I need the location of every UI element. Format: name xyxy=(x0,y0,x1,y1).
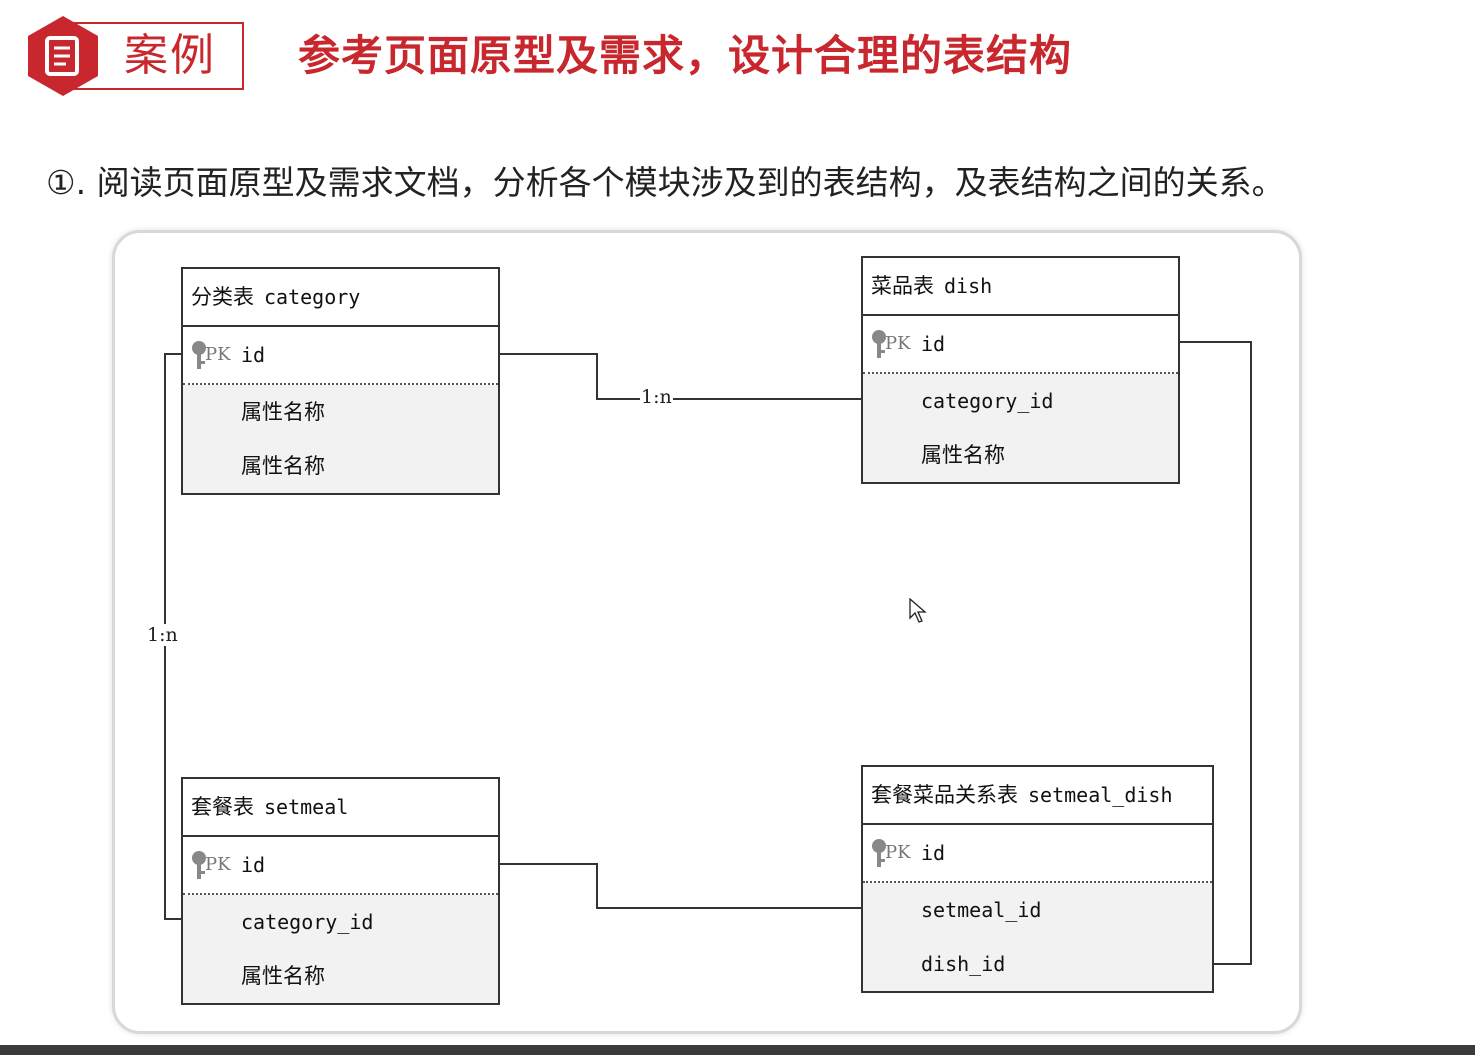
key-icon xyxy=(192,341,206,369)
connector-category-dish xyxy=(499,353,862,400)
entity-name-en: setmeal xyxy=(264,795,349,819)
pk-field: id xyxy=(921,332,946,356)
field-row: 属性名称 xyxy=(241,964,325,988)
pk-field: id xyxy=(241,853,266,877)
pk-tag: PK xyxy=(885,842,911,863)
pk-tag: PK xyxy=(205,854,231,875)
entity-category[interactable]: 分类表 category PK id 属性名称 属性名称 xyxy=(181,267,500,495)
primary-key-row: PK id xyxy=(863,316,1178,374)
primary-key-row: PK id xyxy=(183,837,498,895)
entity-setmeal-dish[interactable]: 套餐菜品关系表 setmeal_dish PK id setmeal_id dis… xyxy=(861,765,1214,993)
key-icon xyxy=(872,839,886,867)
connector-setmeal-setmealdish xyxy=(499,863,862,909)
case-label: 案例 xyxy=(124,30,216,81)
entity-setmeal[interactable]: 套餐表 setmeal PK id category_id 属性名称 xyxy=(181,777,500,1005)
entity-name-en: category xyxy=(264,285,361,309)
primary-key-row: PK id xyxy=(863,825,1212,883)
field-row: 属性名称 xyxy=(241,400,325,424)
field-row: 属性名称 xyxy=(241,454,325,478)
entity-dish[interactable]: 菜品表 dish PK id category_id 属性名称 xyxy=(861,256,1180,484)
bottom-bar xyxy=(0,1045,1475,1055)
entity-name-en: setmeal_dish xyxy=(1028,783,1173,807)
field-row: setmeal_id xyxy=(921,898,1042,922)
pk-tag: PK xyxy=(885,333,911,354)
entity-name-cn: 分类表 xyxy=(191,285,254,309)
entity-name-cn: 套餐菜品关系表 xyxy=(871,783,1018,807)
mouse-cursor-icon xyxy=(909,598,927,623)
entity-header: 套餐菜品关系表 setmeal_dish xyxy=(863,767,1212,825)
relation-label-category-setmeal: 1:n xyxy=(146,624,179,646)
entity-name-cn: 套餐表 xyxy=(191,795,254,819)
connector-dish-setmealdish xyxy=(1179,341,1252,965)
primary-key-row: PK id xyxy=(183,327,498,385)
entity-header: 菜品表 dish xyxy=(863,258,1178,316)
field-row: dish_id xyxy=(921,952,1006,976)
page-title: 参考页面原型及需求，设计合理的表结构 xyxy=(298,31,1073,80)
key-icon xyxy=(872,330,886,358)
field-row: category_id xyxy=(241,910,374,934)
entity-header: 分类表 category xyxy=(183,269,498,327)
relation-label-category-dish: 1:n xyxy=(640,386,673,408)
field-row: 属性名称 xyxy=(921,443,1005,467)
case-badge-frame xyxy=(70,22,244,90)
entity-name-cn: 菜品表 xyxy=(871,274,934,298)
document-icon xyxy=(28,16,98,96)
key-icon xyxy=(192,851,206,879)
pk-field: id xyxy=(241,343,266,367)
entity-header: 套餐表 setmeal xyxy=(183,779,498,837)
field-row: category_id xyxy=(921,389,1054,413)
pk-field: id xyxy=(921,841,946,865)
step-description: ①. 阅读页面原型及需求文档，分析各个模块涉及到的表结构，及表结构之间的关系。 xyxy=(46,163,1285,202)
entity-name-en: dish xyxy=(944,274,993,298)
pk-tag: PK xyxy=(205,344,231,365)
